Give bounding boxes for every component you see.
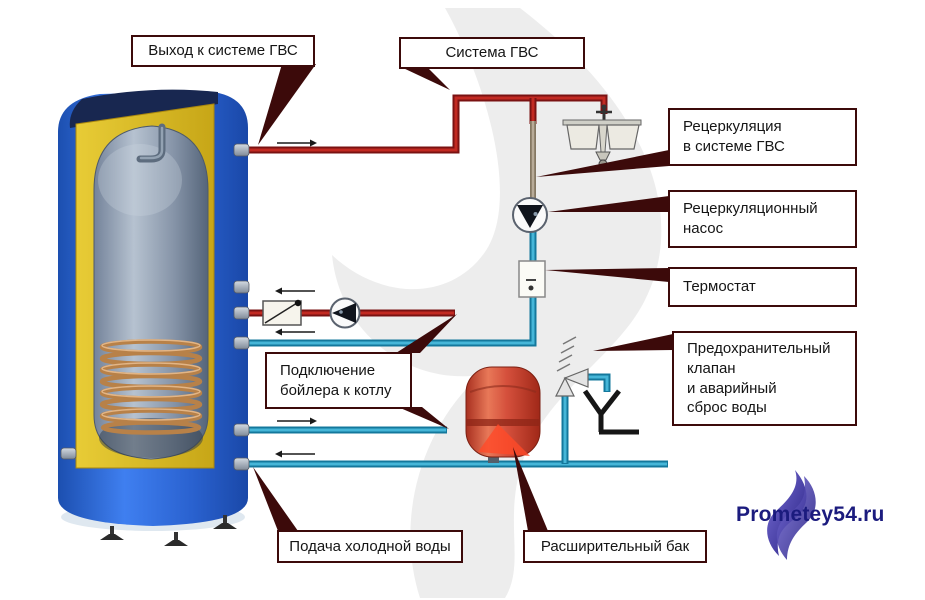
callout-expansion-tank-label: Расширительный бак	[540, 537, 690, 555]
callout-hot-water-output: Выход к системе ГВС	[131, 35, 315, 67]
callout-recirculation: Рецеркуляция в системе ГВС	[668, 108, 857, 166]
callout-boiler-connection-label: Подключение бойлера к котлу	[280, 361, 392, 399]
boiler-feet	[100, 515, 237, 546]
callout-hot-water-output-label: Выход к системе ГВС	[148, 42, 298, 60]
flow-arrow-right	[277, 139, 317, 147]
watermark-flame-icon	[332, 8, 662, 598]
pipe-hot-output	[248, 94, 608, 154]
callout-thermostat-label: Термостат	[683, 278, 756, 296]
callout-cold-water-supply-label: Подача холодной воды	[289, 537, 451, 555]
callout-pointers	[253, 64, 673, 531]
boiler-cutaway-icon	[58, 89, 248, 546]
heating-coil-icon	[99, 339, 203, 435]
boiler-pump-icon	[329, 297, 361, 329]
callout-safety-valve-label: Предохранительный клапан и аварийный сбр…	[687, 339, 831, 417]
callout-recirculation-pump-label: Рецеркуляционный насос	[683, 200, 818, 237]
thermostat-icon	[518, 260, 546, 298]
callout-thermostat: Термостат	[668, 267, 857, 307]
tank-dome-highlight	[98, 144, 182, 216]
site-logo: Prometey54.ru	[736, 503, 885, 526]
flow-arrows	[275, 139, 317, 458]
callout-safety-valve: Предохранительный клапан и аварийный сбр…	[672, 331, 857, 426]
internal-outlet-pipe-core	[139, 126, 164, 160]
safety-valve-icon	[555, 336, 589, 397]
flame-icon	[767, 470, 816, 560]
recirculation-pump-icon	[512, 197, 548, 233]
tank-bottom-shadow	[99, 418, 203, 458]
drain-funnel-icon	[582, 389, 639, 435]
expansion-tank-icon	[465, 366, 541, 463]
boiler-top-opening	[69, 89, 218, 128]
check-valve-icon	[262, 299, 302, 326]
callout-expansion-tank: Расширительный бак	[523, 530, 707, 563]
callout-boiler-connection: Подключение бойлера к котлу	[265, 352, 412, 409]
flow-arrow-right	[277, 417, 317, 425]
flow-arrow-left	[275, 450, 315, 458]
flow-arrow-left	[275, 328, 315, 336]
callout-recirculation-pump: Рецеркуляционный насос	[668, 190, 857, 248]
boiler-stubs	[60, 143, 250, 471]
callout-hot-water-system: Система ГВС	[399, 37, 585, 69]
callout-hot-water-system-label: Система ГВС	[445, 44, 539, 62]
callout-recirculation-label: Рецеркуляция в системе ГВС	[683, 118, 785, 155]
callout-cold-water-supply: Подача холодной воды	[277, 530, 463, 563]
flow-arrow-left	[275, 287, 315, 295]
